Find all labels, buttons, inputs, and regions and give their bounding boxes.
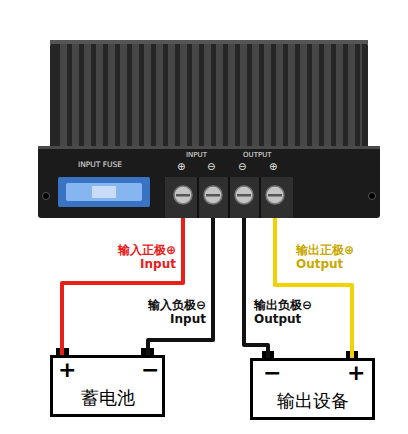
wire <box>62 218 183 355</box>
polarity-sign: ⊕ <box>177 161 185 172</box>
panel-label: INPUT FUSE <box>78 161 122 169</box>
box-label: 输出设备 <box>253 391 372 411</box>
wire-label: 输出负极⊖ Output <box>252 298 338 327</box>
wire-label: 输出正极⊕ Output <box>294 243 380 272</box>
front-panel <box>38 146 380 218</box>
wire <box>275 218 352 358</box>
panel-label: INPUT <box>186 152 207 160</box>
battery-box: + − 蓄电池 <box>50 355 165 417</box>
device-box: − + 输出设备 <box>250 358 375 420</box>
polarity-sign: ⊖ <box>207 161 215 172</box>
terminal-screws <box>174 186 284 204</box>
polarity-sign: ⊖ <box>238 161 246 172</box>
polarity-sign: ⊕ <box>269 161 277 172</box>
terminal-block <box>165 177 293 218</box>
converter-unit: INPUT FUSEINPUT⊕⊖OUTPUT⊖⊕ <box>38 40 380 218</box>
heatsink <box>50 40 368 152</box>
polarity-sign: − <box>263 361 281 385</box>
box-label: 蓄电池 <box>53 388 162 408</box>
polarity-sign: − <box>141 358 159 382</box>
polarity-sign: + <box>58 358 76 382</box>
fuse <box>58 177 150 207</box>
heatsink-fins <box>56 44 362 148</box>
wire <box>244 218 268 358</box>
wire <box>148 218 213 355</box>
polarity-sign: + <box>347 361 365 385</box>
wire-label: 输入负极⊖ Input <box>126 298 208 327</box>
wire-label: 输入正极⊕ Input <box>96 243 178 272</box>
panel-label: OUTPUT <box>243 152 272 160</box>
